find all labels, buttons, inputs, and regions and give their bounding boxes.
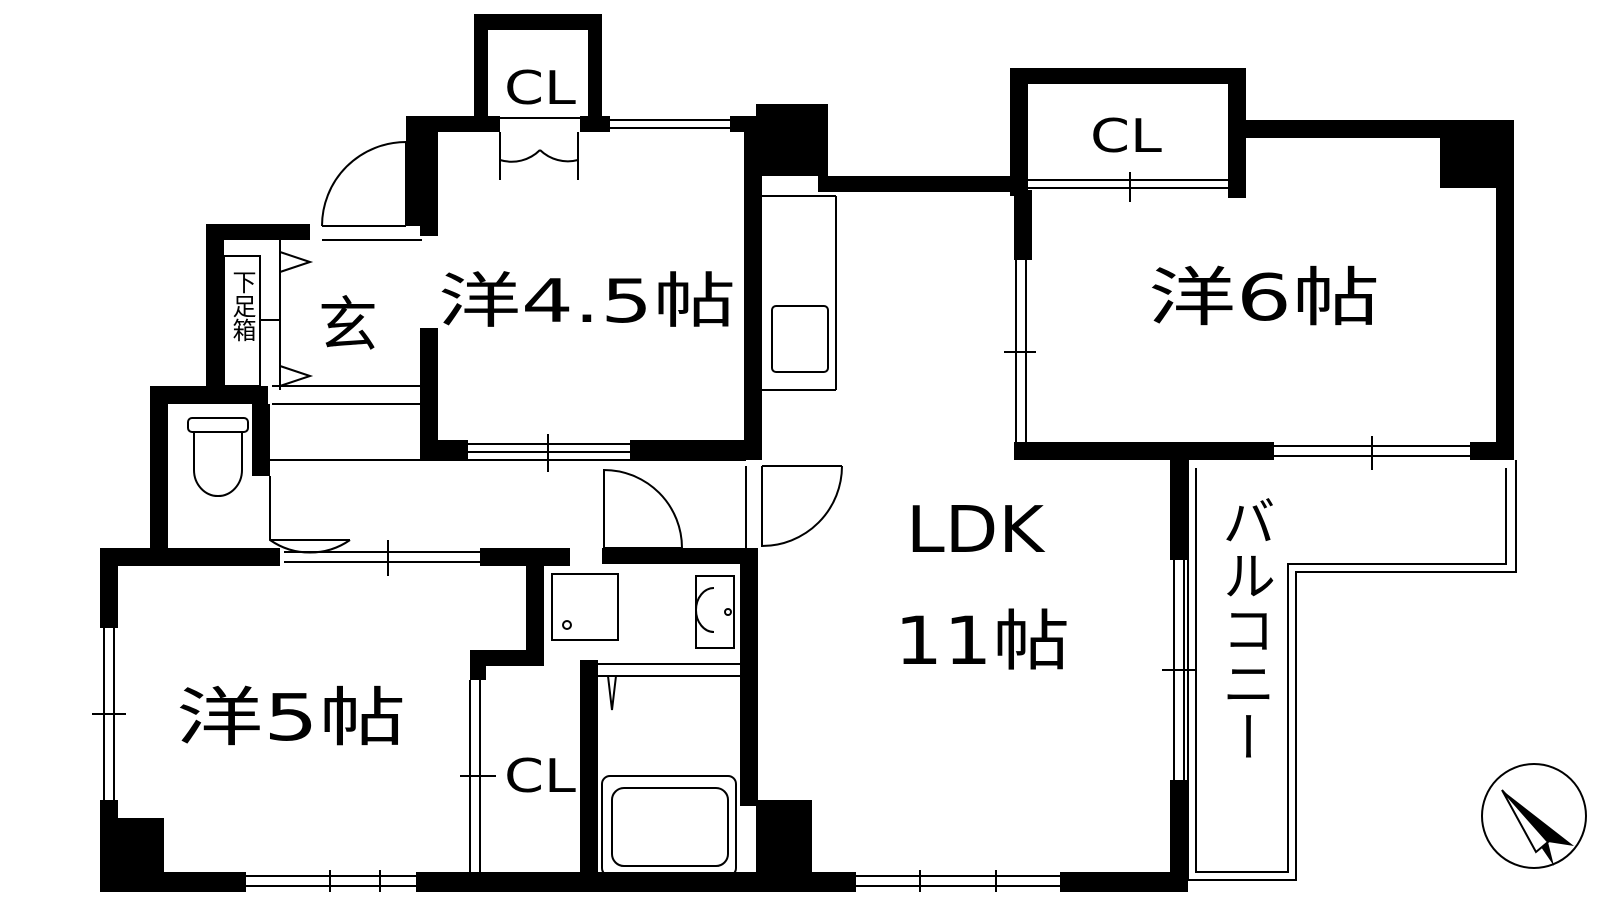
room-label-ldk-size: 11帖 [894,603,1070,680]
thin-lines [92,117,1517,892]
closet-label-top: CL [504,61,576,115]
room-label-western-45: 洋4.5帖 [438,267,736,337]
room-label-entrance: 玄 [318,291,378,361]
closet-label-right: CL [1090,109,1162,163]
walls [100,14,1514,892]
closet-label-bottom: CL [504,749,576,803]
shoe-cabinet-label: 下足箱 [228,270,256,342]
room-label-ldk: LDK [906,494,1046,568]
compass-north-arrow-icon [1481,763,1587,869]
balcony-label: バルコニー [1213,494,1276,764]
room-label-western-5: 洋5帖 [176,682,406,756]
room-label-western-6: 洋6帖 [1148,262,1380,336]
